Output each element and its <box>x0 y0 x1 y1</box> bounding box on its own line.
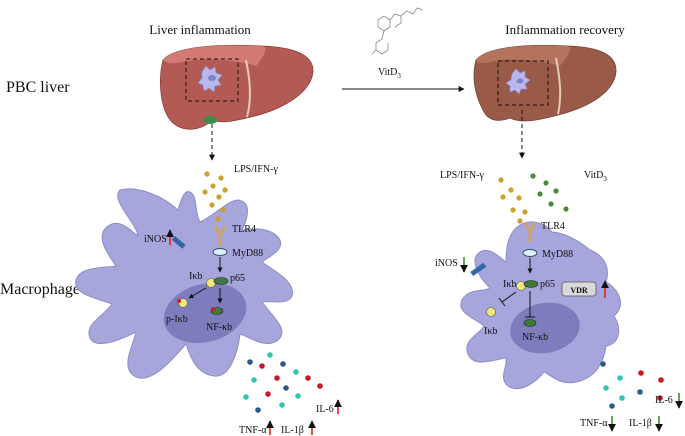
vitd-label-right: VitD3 <box>584 170 607 183</box>
macrophage-cell-left <box>75 188 293 379</box>
title-inflammation-recovery: Inflammation recovery <box>505 22 625 37</box>
gallbladder <box>203 116 217 124</box>
cytokine-particles-left <box>243 352 323 413</box>
lps-particles-left <box>202 171 228 222</box>
p65-left <box>213 277 229 285</box>
tlr4-receptor-left <box>213 225 227 246</box>
ikb-free-label-right: Iκb <box>484 326 497 337</box>
nfkb-label-right: NF-κb <box>522 332 548 343</box>
ikb-free-right <box>486 307 496 317</box>
inos-enzyme-right <box>470 262 487 277</box>
ikb-release-block <box>498 291 517 307</box>
inos-label-left: iNOS <box>144 234 167 245</box>
tlr4-receptor-right <box>523 221 537 242</box>
p-ikb-label-left: p-Iκb <box>166 314 188 325</box>
myd88-right <box>522 249 538 257</box>
inos-enzyme-left <box>171 235 186 249</box>
nucleus-left <box>163 282 247 344</box>
nfkb-right <box>523 319 537 327</box>
myd88-label-left: MyD88 <box>232 248 263 259</box>
row-label-macrophage: Macrophage <box>0 281 80 298</box>
myd88-left <box>212 248 228 256</box>
stimulus-label-left: LPS/IFN-γ <box>234 164 278 175</box>
vdr-label: VDR <box>570 286 588 295</box>
macrophage-icon-small <box>505 68 531 95</box>
tlr4-label-right: TLR4 <box>541 221 565 232</box>
stimulus-label-right: LPS/IFN-γ <box>440 170 484 181</box>
tnf-label-right: TNF-α <box>580 418 608 429</box>
vitd-particles-right <box>530 173 569 212</box>
p65-label-right: p65 <box>540 279 555 290</box>
il1b-label-left: IL-1β <box>281 425 304 436</box>
lps-particles-right <box>498 177 528 224</box>
macrophage-icon <box>197 65 223 93</box>
ikb-label-right: Iκb <box>503 279 516 290</box>
p-ikb-left <box>177 298 188 308</box>
nfkb-block <box>525 291 535 318</box>
il6-label-left: IL-6 <box>316 404 334 415</box>
title-liver-inflammation: Liver inflammation <box>149 22 251 37</box>
il6-label-right: IL-6 <box>655 395 673 406</box>
p65-label-left: p65 <box>230 273 245 284</box>
row-label-pbc-liver: PBC liver <box>6 79 70 96</box>
phospho-arrow-left <box>188 287 207 299</box>
nfkb-left <box>210 307 224 315</box>
il1b-label-right: IL-1β <box>629 418 652 429</box>
nucleus-right <box>510 302 580 354</box>
inos-label-right: iNOS <box>435 258 458 269</box>
cytokine-particles-right <box>600 361 664 409</box>
zoom-box-right <box>497 60 549 106</box>
liver-recovered <box>473 44 617 122</box>
vdr-receptor <box>561 281 597 297</box>
vitd-label: VitD3 <box>378 67 401 80</box>
p65-right <box>523 280 539 288</box>
tnf-label-left: TNF-α <box>239 425 267 436</box>
ikb-label-left: Iκb <box>189 271 202 282</box>
liver-inflamed <box>160 44 314 130</box>
tlr4-label-left: TLR4 <box>232 224 256 235</box>
vitd-structure-icon <box>371 7 424 55</box>
zoom-box-left <box>185 58 239 102</box>
nfkb-label-left: NF-κb <box>206 322 232 333</box>
myd88-label-right: MyD88 <box>542 249 573 260</box>
